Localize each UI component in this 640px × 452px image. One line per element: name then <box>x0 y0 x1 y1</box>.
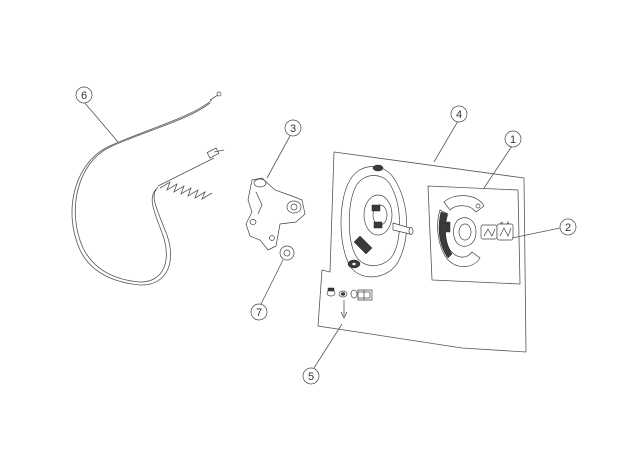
callout-5-label: 5 <box>308 371 314 383</box>
callout-7: 7 <box>250 303 268 321</box>
cable-spring <box>157 147 225 200</box>
callout-5: 5 <box>302 367 320 385</box>
callout-7-label: 7 <box>256 307 262 319</box>
callout-6-label: 6 <box>81 90 87 102</box>
callout-1-label: 1 <box>510 134 516 146</box>
hardware-bolts <box>326 287 373 319</box>
callout-3: 3 <box>284 119 302 137</box>
assembly-frame <box>317 151 527 353</box>
brake-plate <box>340 164 414 278</box>
return-springs <box>480 220 514 241</box>
callout-1: 1 <box>504 130 522 148</box>
callout-4-label: 4 <box>456 109 462 121</box>
callout-2-label: 2 <box>565 222 571 234</box>
callout-6: 6 <box>75 86 93 104</box>
brake-bracket <box>245 177 306 251</box>
leader-lines <box>83 101 561 369</box>
washer <box>279 245 295 261</box>
brake-cable <box>71 91 225 286</box>
callout-3-label: 3 <box>290 123 296 135</box>
brake-shoes <box>437 195 485 267</box>
shoes-frame <box>427 185 521 285</box>
callout-2: 2 <box>559 218 577 236</box>
callout-4: 4 <box>450 105 468 123</box>
